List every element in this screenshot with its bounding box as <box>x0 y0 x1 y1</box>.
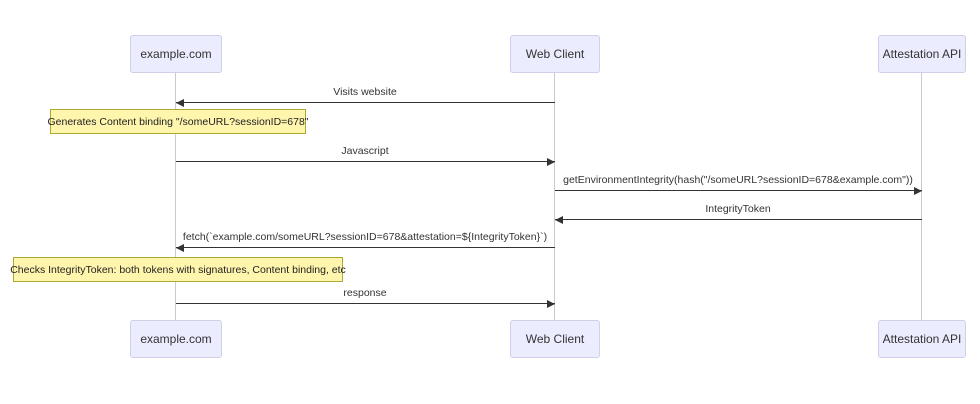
actor-bottom-web-client: Web Client <box>510 320 600 358</box>
arrowhead-left-icon <box>176 98 184 107</box>
message-line-visits-website <box>176 98 555 107</box>
note-checks-integrity-token: Checks IntegrityToken: both tokens with … <box>10 257 346 282</box>
message-label-get-environment-integrity: getEnvironmentIntegrity(hash("/someURL?s… <box>563 174 913 186</box>
lifeline-attestation-api <box>921 73 922 320</box>
arrowhead-right-icon <box>547 157 555 166</box>
message-label-integrity-token: IntegrityToken <box>705 203 771 215</box>
message-line-javascript <box>176 157 555 166</box>
lifeline-example-com <box>175 73 176 320</box>
actor-bottom-example-com: example.com <box>130 320 222 358</box>
message-label-response: response <box>343 287 387 299</box>
arrowhead-left-icon <box>176 243 184 252</box>
arrowhead-left-icon <box>555 215 563 224</box>
message-line-get-environment-integrity <box>555 186 922 195</box>
message-label-fetch: fetch(`example.com/someURL?sessionID=678… <box>182 231 548 243</box>
message-label-visits-website: Visits website <box>333 86 397 98</box>
arrowhead-right-icon <box>914 186 922 195</box>
arrowhead-right-icon <box>547 299 555 308</box>
actor-top-web-client: Web Client <box>510 35 600 73</box>
actor-top-example-com: example.com <box>130 35 222 73</box>
actor-top-attestation-api: Attestation API <box>878 35 966 73</box>
message-label-javascript: Javascript <box>341 145 389 157</box>
note-generates-content-binding: Generates Content binding "/someURL?sess… <box>47 109 309 134</box>
message-line-integrity-token <box>555 215 922 224</box>
actor-bottom-attestation-api: Attestation API <box>878 320 966 358</box>
lifeline-web-client <box>554 73 555 320</box>
message-line-fetch <box>176 243 555 252</box>
message-line-response <box>176 299 555 308</box>
